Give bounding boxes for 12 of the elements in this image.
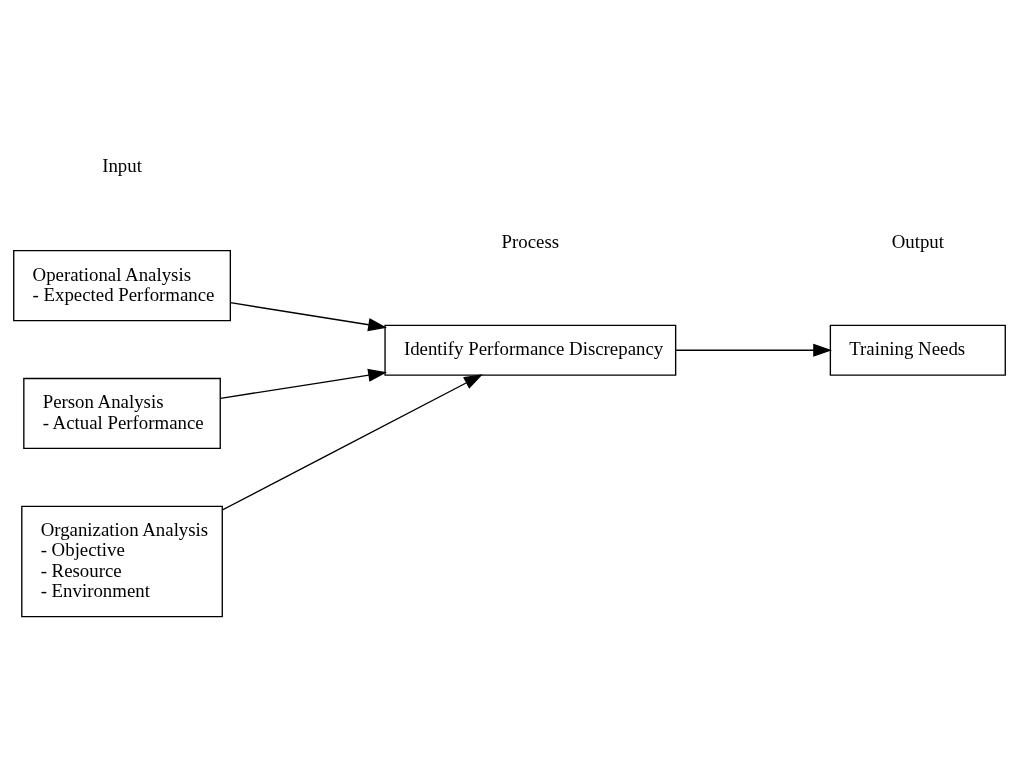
node-box: Person Analysis - Actual Performance [23, 377, 221, 449]
label: Output [891, 230, 944, 252]
node-box: Identify Performance Discrepancy [384, 324, 677, 376]
label: Process [501, 230, 560, 252]
node-box: Operational Analysis - Expected Performance [13, 249, 231, 321]
node-box: Training Needs [829, 324, 1006, 376]
node-box: Organization Analysis - Objective - Resource - Environment [21, 505, 223, 617]
arrow [219, 368, 388, 399]
arrow [675, 343, 833, 357]
label: Input [102, 154, 142, 176]
arrow [229, 301, 387, 331]
arrow [221, 373, 483, 510]
